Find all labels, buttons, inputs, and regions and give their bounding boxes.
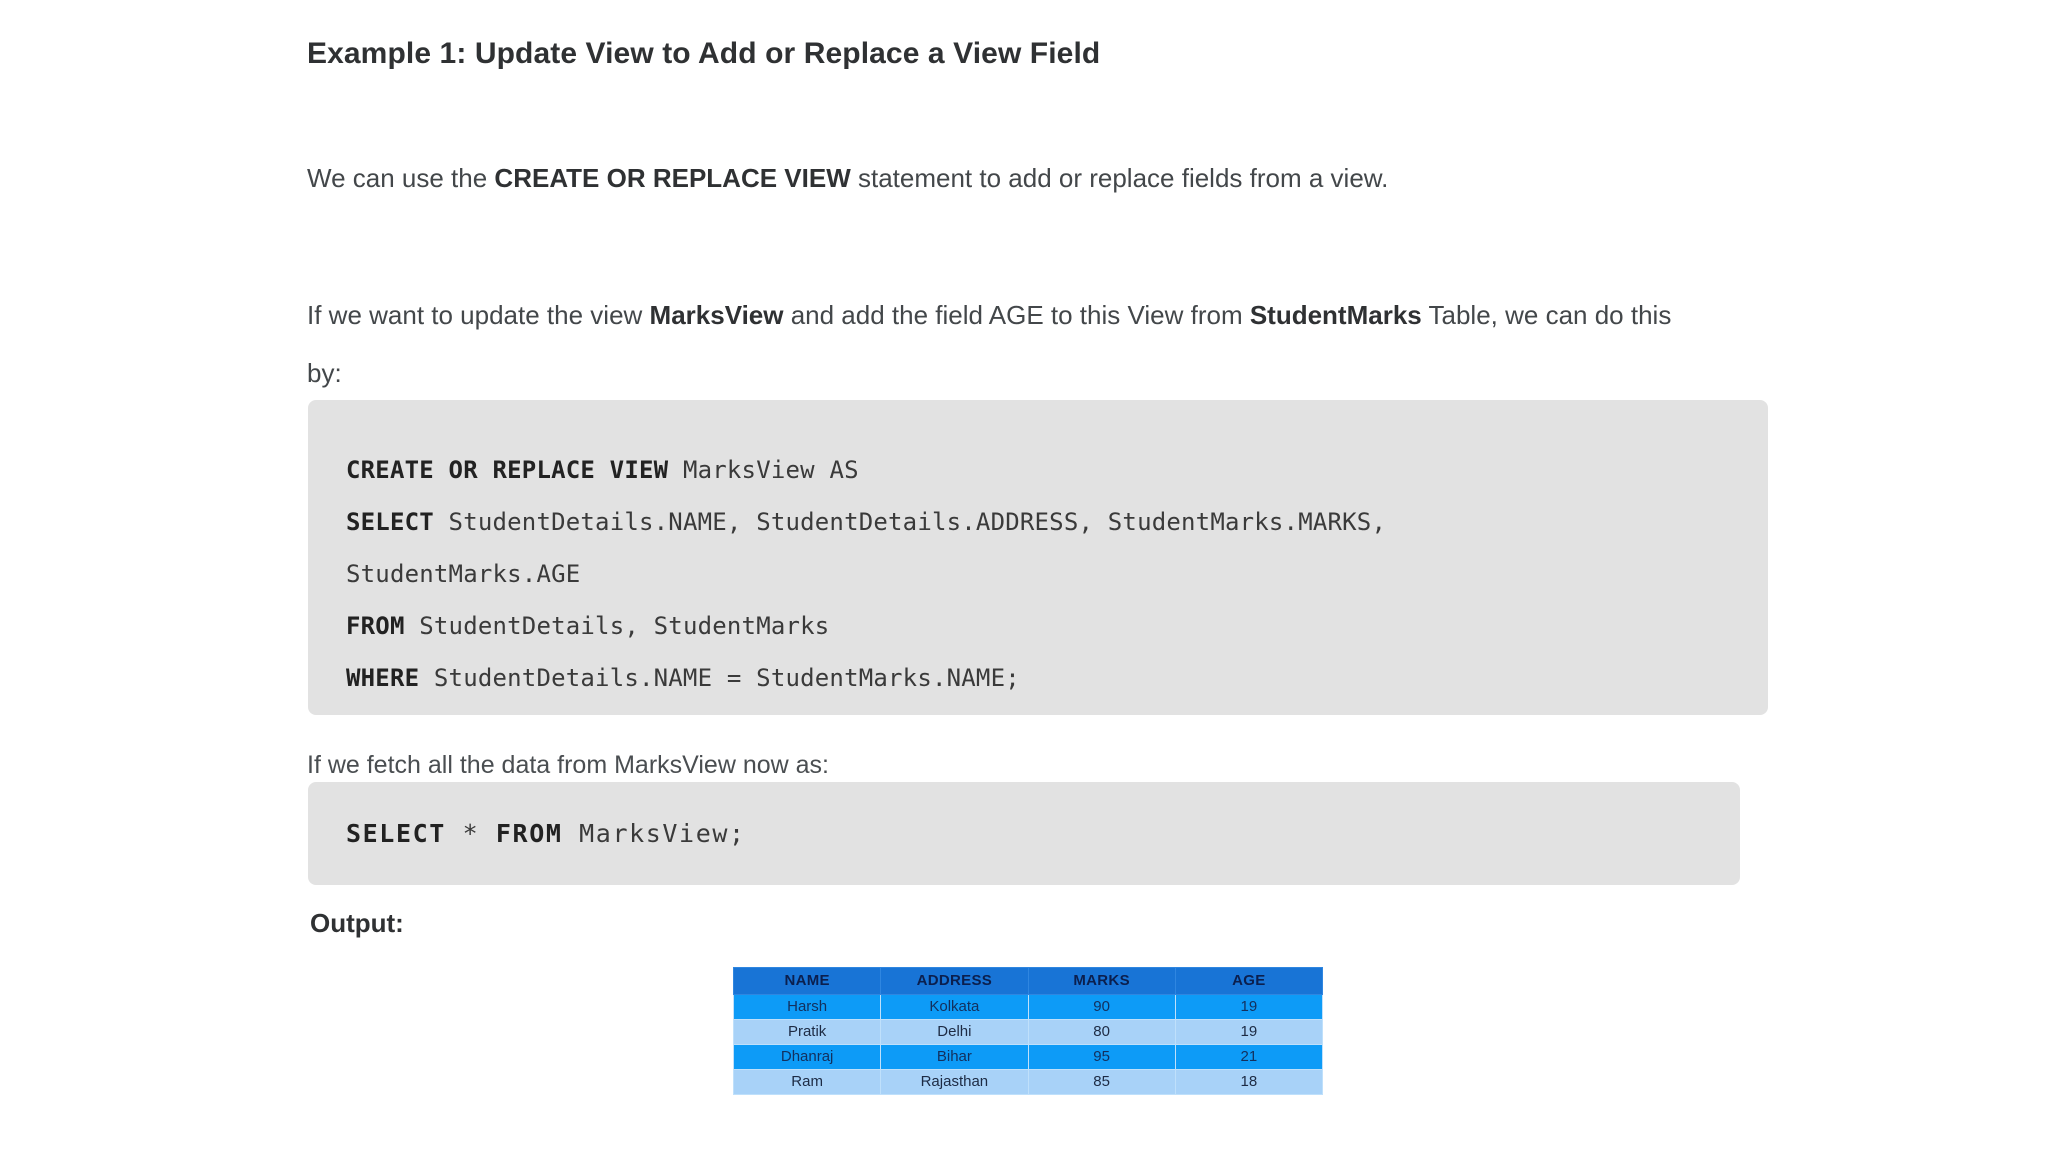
cell-name: Harsh	[732, 994, 882, 1020]
cell-address: Bihar	[880, 1044, 1029, 1070]
sql-code-text: StudentMarks.AGE	[346, 560, 581, 588]
paragraph-intro: We can use the CREATE OR REPLACE VIEW st…	[307, 149, 1777, 207]
sql-keyword: SELECT	[346, 819, 446, 848]
cell-marks: 80	[1027, 1019, 1176, 1045]
cell-name: Pratik	[732, 1019, 882, 1045]
cell-address: Delhi	[880, 1019, 1029, 1045]
output-label: Output:	[310, 908, 404, 938]
table-row: Harsh Kolkata 90 19	[732, 994, 1324, 1020]
paragraph-fetch: If we fetch all the data from MarksView …	[307, 751, 829, 779]
code-line: FROM StudentDetails, StudentMarks	[346, 600, 1768, 652]
cell-address: Rajasthan	[880, 1069, 1029, 1095]
cell-age: 18	[1174, 1069, 1324, 1095]
column-header-age: AGE	[1174, 967, 1324, 995]
cell-marks: 95	[1027, 1044, 1176, 1070]
paragraph-task-part2: and add the field AGE to this View from	[783, 300, 1250, 330]
cell-address: Kolkata	[880, 994, 1029, 1020]
paragraph-task-view-name: MarksView	[649, 300, 784, 330]
sql-code-block-select: SELECT * FROM MarksView;	[308, 782, 1740, 885]
code-line: SELECT StudentDetails.NAME, StudentDetai…	[346, 496, 1768, 548]
paragraph-intro-before: We can use the	[307, 163, 495, 193]
paragraph-intro-keyword: CREATE OR REPLACE VIEW	[494, 163, 851, 193]
sql-keyword: WHERE	[346, 664, 420, 692]
sql-keyword: FROM	[346, 612, 405, 640]
table-header-row: NAME ADDRESS MARKS AGE	[732, 967, 1324, 995]
paragraph-task-part3: Table, we can do this by:	[307, 300, 1672, 388]
column-header-address: ADDRESS	[880, 967, 1029, 995]
cell-name: Dhanraj	[732, 1044, 882, 1070]
cell-age: 19	[1174, 1019, 1324, 1045]
paragraph-task-part1: If we want to update the view	[307, 300, 650, 330]
column-header-marks: MARKS	[1027, 967, 1176, 995]
table-row: Ram Rajasthan 85 18	[732, 1069, 1324, 1095]
result-table-head: NAME ADDRESS MARKS AGE	[732, 967, 1324, 995]
sql-code-text: MarksView;	[562, 819, 746, 848]
cell-age: 21	[1174, 1044, 1324, 1070]
sql-code-text: MarksView AS	[668, 456, 859, 484]
code-line: StudentMarks.AGE	[346, 548, 1768, 600]
table-row: Dhanraj Bihar 95 21	[732, 1044, 1324, 1070]
paragraph-task: If we want to update the view MarksView …	[307, 286, 1707, 402]
code-line: WHERE StudentDetails.NAME = StudentMarks…	[346, 652, 1768, 704]
sql-code-text: StudentDetails.NAME, StudentDetails.ADDR…	[433, 508, 1387, 536]
paragraph-task-table-name: StudentMarks	[1249, 300, 1422, 330]
cell-age: 19	[1174, 994, 1324, 1020]
sql-keyword: FROM	[495, 819, 563, 848]
sql-code-text: StudentDetails.NAME = StudentMarks.NAME;	[419, 664, 1020, 692]
sql-code-block-create-view: CREATE OR REPLACE VIEW MarksView AS SELE…	[308, 400, 1768, 715]
sql-keyword: CREATE OR REPLACE VIEW	[346, 456, 669, 484]
column-header-name: NAME	[732, 967, 882, 995]
result-table-body: Harsh Kolkata 90 19 Pratik Delhi 80 19 D…	[732, 994, 1324, 1095]
page-title: Example 1: Update View to Add or Replace…	[307, 37, 1101, 71]
cell-marks: 90	[1027, 994, 1176, 1020]
table-row: Pratik Delhi 80 19	[732, 1019, 1324, 1045]
sql-code-text: *	[445, 819, 496, 848]
cell-name: Ram	[732, 1069, 882, 1095]
sql-keyword: SELECT	[346, 508, 434, 536]
cell-marks: 85	[1027, 1069, 1176, 1095]
code-line: SELECT * FROM MarksView;	[346, 814, 1740, 854]
code-line: CREATE OR REPLACE VIEW MarksView AS	[346, 444, 1768, 496]
paragraph-intro-after: statement to add or replace fields from …	[850, 163, 1389, 193]
sql-code-text: StudentDetails, StudentMarks	[404, 612, 830, 640]
result-table: NAME ADDRESS MARKS AGE Harsh Kolkata 90 …	[732, 967, 1324, 1095]
